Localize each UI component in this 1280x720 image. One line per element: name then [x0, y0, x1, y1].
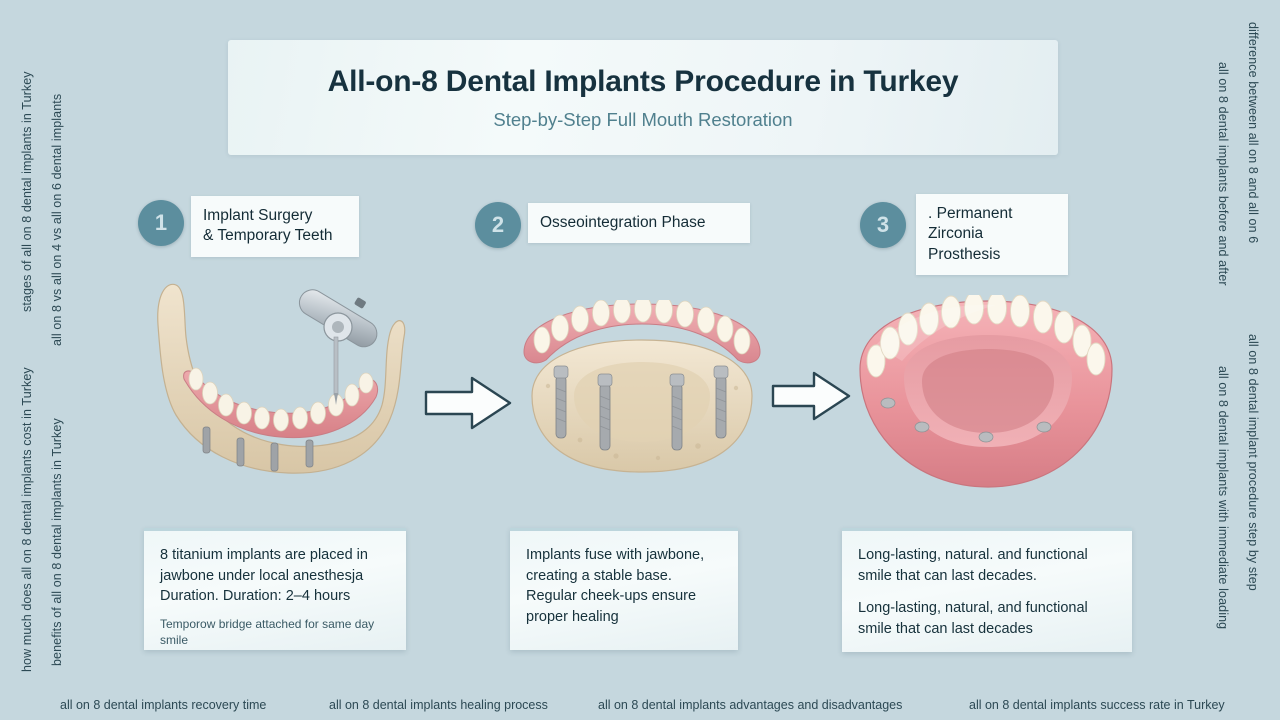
rail-right-keyword-1: difference between all on 8 and all on 6 [1246, 22, 1260, 244]
rail-left-keyword-1: stages of all on 8 dental implants in Tu… [20, 71, 34, 312]
step-description-card-1: 8 titanium implants are placed in jawbon… [144, 528, 406, 650]
illustration-step-3 [859, 295, 1113, 488]
rail-left-keyword-4: benefits of all on 8 dental implants in … [50, 418, 64, 666]
page-title: All-on-8 Dental Implants Procedure in Tu… [327, 64, 959, 98]
step-description-1-sub: Temporow bridge attached for same day sm… [160, 616, 375, 647]
rail-right-keyword-2: all on 8 dental implants before and afte… [1216, 62, 1230, 286]
step-title-1-line1: Implant Surgery [203, 207, 313, 224]
rail-bottom-keyword-3: all on 8 dental implants advantages and … [598, 698, 903, 712]
step-description-3-second: Long-lasting, natural, and functional sm… [858, 600, 1088, 637]
rail-left-keyword-3: how much does all on 8 dental implants c… [20, 367, 34, 672]
page-subtitle: Step-by-Step Full Mouth Restoration [493, 108, 793, 130]
step-badge-3: 3 [860, 202, 906, 248]
rail-bottom-keyword-4: all on 8 dental implants success rate in… [969, 698, 1225, 712]
step-badge-2: 2 [475, 202, 521, 248]
step-description-card-3: Long-lasting, natural. and functional sm… [842, 528, 1132, 652]
rail-bottom-keyword-2: all on 8 dental implants healing process [329, 698, 548, 712]
step-title-2: Osseointegration Phase [528, 203, 750, 244]
step-title-3-line2: Prosthesis [928, 245, 1001, 263]
arrow-step-1-to-2 [424, 376, 512, 430]
step-description-card-2: Implants fuse with jawbone, creating a s… [510, 528, 738, 650]
rail-right-keyword-3: all on 8 dental implant procedure step b… [1246, 334, 1260, 591]
title-banner: All-on-8 Dental Implants Procedure in Tu… [228, 40, 1058, 155]
step-title-1: Implant Surgery & Temporary Teeth [191, 196, 359, 257]
rail-left-keyword-2: all on 8 vs all on 4 vs all on 6 dental … [50, 93, 64, 346]
arrow-step-2-to-3 [771, 371, 851, 421]
step-description-1-main: 8 titanium implants are placed in jawbon… [160, 547, 368, 605]
step-title-3: . Permanent Zirconia Prosthesis [916, 194, 1068, 276]
step-description-3-main: Long-lasting, natural. and functional sm… [858, 547, 1088, 584]
step-title-2-line1: Osseointegration Phase [540, 214, 706, 231]
step-description-2-main: Implants fuse with jawbone, creating a s… [526, 547, 705, 625]
illustration-step-1 [157, 283, 406, 474]
rail-bottom-keyword-1: all on 8 dental implants recovery time [60, 698, 267, 712]
step-title-1-line2: & Temporary Teeth [203, 227, 333, 245]
illustration-step-2 [523, 300, 761, 473]
step-badge-1: 1 [138, 200, 184, 246]
step-title-3-line1: . Permanent Zirconia [928, 205, 1013, 243]
rail-right-keyword-4: all on 8 dental implants with immediate … [1216, 366, 1230, 630]
